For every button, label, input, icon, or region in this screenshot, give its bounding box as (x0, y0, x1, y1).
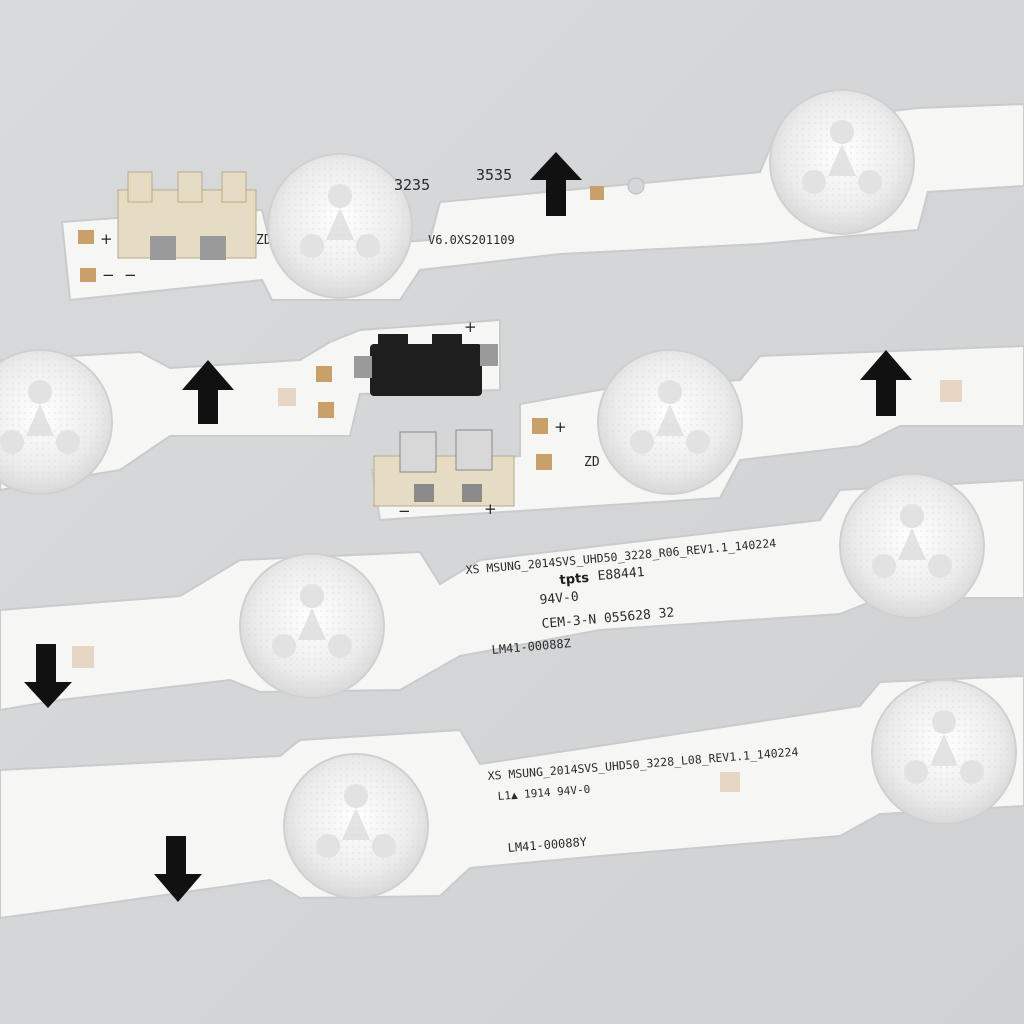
polarity-plus-b: + (484, 500, 497, 518)
solder-pad (316, 366, 332, 382)
solder-pad (940, 380, 962, 402)
polarity-plus-c: + (554, 418, 567, 436)
polarity-minus: − (378, 326, 391, 344)
down-arrow-icon (24, 644, 72, 708)
ul-code: E88441 (597, 565, 645, 584)
connector-white (117, 171, 257, 260)
down-arrow-icon (154, 836, 202, 902)
mounting-hole (627, 177, 645, 195)
led-strip-2: + − + − + ZD (0, 318, 1024, 522)
up-arrow-icon (860, 350, 912, 416)
led-lens (597, 349, 743, 495)
solder-pad (72, 646, 94, 668)
solder-pad (318, 402, 334, 418)
solder-pad (278, 388, 296, 406)
part-number: LM41-00088Y (507, 835, 588, 855)
ul-mark: tpts (559, 571, 590, 589)
up-arrow-icon (182, 360, 234, 424)
polarity-plus: + (100, 230, 113, 248)
led-strip-4: XS MSUNG_2014SVS_UHD50_3228_L08_REV1.1_1… (0, 674, 1024, 920)
flame-rating: 94V-0 (539, 590, 579, 608)
solder-pad (536, 454, 552, 470)
led-lens (871, 679, 1017, 825)
solder-pad (78, 230, 94, 244)
led-lens (283, 753, 429, 899)
polarity-minus-b: − (398, 502, 411, 520)
led-strip-1: + − − ZD 3235 3535 V6.0XS201109 (60, 89, 1024, 302)
led-lens (239, 553, 385, 699)
connector-black (354, 334, 498, 396)
solder-pad (720, 772, 740, 792)
part-number: LM41-00088Z (491, 636, 571, 657)
led-strip-3: XS MSUNG_2014SVS_UHD50_3228_R06_REV1.1_1… (0, 473, 1024, 712)
board-version: V6.0XS201109 (428, 233, 515, 247)
up-arrow-icon (530, 152, 582, 216)
led-lens (839, 473, 985, 619)
polarity-minus: − (102, 266, 115, 284)
solder-pad (80, 268, 96, 282)
led-lens (769, 89, 915, 235)
solder-pad (590, 186, 604, 200)
connector-white (373, 429, 515, 507)
board-code-b: 3535 (476, 166, 512, 184)
polarity-minus-2: − (124, 266, 137, 284)
led-lens (267, 153, 413, 299)
zd-label: ZD (584, 455, 600, 470)
polarity-plus: + (464, 318, 477, 336)
board-code-a: 3235 (394, 176, 430, 194)
solder-pad (532, 418, 548, 434)
